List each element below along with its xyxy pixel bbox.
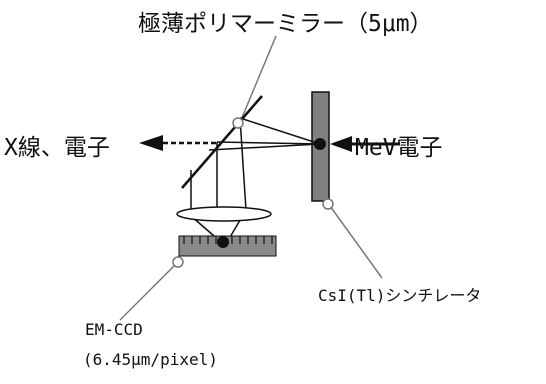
- ccd-leader-marker: [172, 256, 184, 268]
- mirror-leader-line: [240, 35, 277, 121]
- mev-arrow-head: [330, 136, 352, 152]
- polymer-mirror: [181, 95, 263, 189]
- ccd-label: EM-CCD: [85, 320, 143, 339]
- scintillator-leader-line: [329, 205, 383, 279]
- scintillator-leader-marker: [322, 198, 334, 210]
- output-arrow-head: [139, 135, 163, 151]
- ccd-leader-line: [119, 261, 179, 321]
- optical-rays: [190, 117, 321, 245]
- ccd-focus-spot: [217, 236, 229, 248]
- ccd-pixel-label: (6.45μm/pixel): [83, 350, 218, 369]
- em-ccd-body: [178, 235, 277, 257]
- xray-electron-label: X線、電子: [4, 135, 110, 161]
- lens: [176, 206, 272, 222]
- scintillator-spot: [314, 138, 326, 150]
- mev-electron-label: MeV電子: [355, 135, 443, 161]
- mirror-leader-marker: [232, 117, 244, 129]
- scintillator-label: CsI(Tl)シンチレータ: [318, 286, 482, 305]
- ccd-pixel-ticks: [183, 236, 273, 244]
- mirror-label: 極薄ポリマーミラー（5μm）: [138, 11, 433, 37]
